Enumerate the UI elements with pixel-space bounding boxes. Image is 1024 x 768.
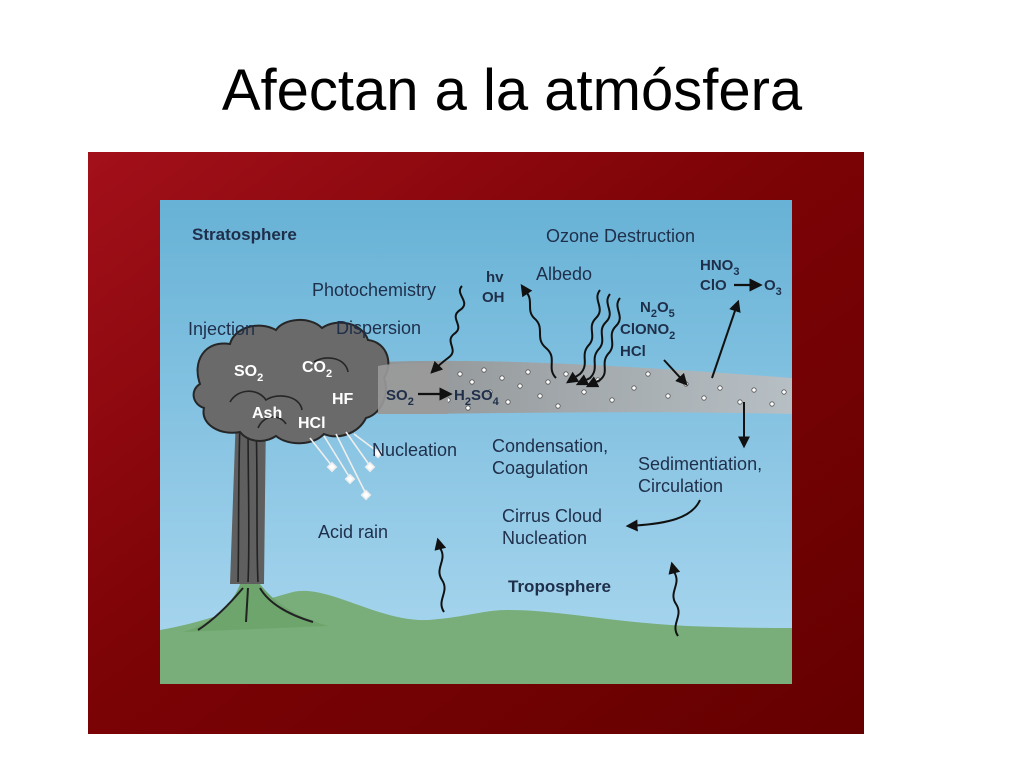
n2o5-label: N2O5 xyxy=(640,299,675,320)
albedo-wavy-arrow-1 xyxy=(566,289,601,384)
photochemistry-label: Photochemistry xyxy=(312,280,436,300)
plume-hf: HF xyxy=(332,391,354,408)
hv-label: hv xyxy=(486,269,504,286)
condensation-label: Condensation, xyxy=(492,436,608,456)
volcano-cone xyxy=(183,584,328,632)
oh-label: OH xyxy=(482,289,505,306)
upwelling-wavy-arrow-1 xyxy=(434,537,447,613)
dispersion-label: Dispersion xyxy=(336,318,421,338)
albedo-wavy-arrow-2 xyxy=(575,293,611,386)
stratosphere-label: Stratosphere xyxy=(192,225,297,244)
plume-co2: CO2 xyxy=(302,359,332,380)
plume-hcl: HCl xyxy=(298,415,326,432)
o3-label: O3 xyxy=(764,277,782,298)
coagulation-label: Coagulation xyxy=(492,458,588,478)
band-so2: SO2 xyxy=(386,387,414,408)
albedo-label: Albedo xyxy=(536,264,592,284)
ozone-arrow xyxy=(711,299,741,379)
acid-rain-streaks xyxy=(309,431,384,501)
circulation-arrow xyxy=(625,499,701,532)
injection-label: Injection xyxy=(188,319,255,339)
plume-ash: Ash xyxy=(252,405,282,422)
chemistry-to-band-arrow xyxy=(663,359,688,386)
albedo-wavy-arrow-3 xyxy=(585,297,621,388)
sedimentation-label: Sedimentiation, xyxy=(638,454,762,474)
clono2-label: ClONO2 xyxy=(620,321,675,342)
volcanic-aerosol-diagram: SO2 CO2 HF Ash HCl SO2 H2SO4 Stratospher… xyxy=(160,200,792,684)
ground xyxy=(160,590,792,684)
ozone-destruction-label: Ozone Destruction xyxy=(546,226,695,246)
cirrus-nucleation-label: Nucleation xyxy=(502,528,587,548)
hcl-label: HCl xyxy=(620,343,646,360)
band-h2so4: H2SO4 xyxy=(454,387,500,408)
slide-title: Afectan a la atmósfera xyxy=(221,58,803,123)
albedo-wavy-arrow-up xyxy=(520,284,557,379)
nucleation-label: Nucleation xyxy=(372,440,457,460)
plume-so2: SO2 xyxy=(234,363,263,384)
cirrus-cloud-label: Cirrus Cloud xyxy=(502,506,602,526)
circulation-label: Circulation xyxy=(638,476,723,496)
acid-rain-label: Acid rain xyxy=(318,522,388,542)
aerosol-particles xyxy=(445,367,787,411)
photochemistry-wavy-arrow xyxy=(430,285,466,374)
clo-label: ClO xyxy=(700,277,727,294)
troposphere-label: Troposphere xyxy=(508,577,611,596)
upwelling-wavy-arrow-2 xyxy=(668,561,681,637)
hno3-label: HNO3 xyxy=(700,257,739,278)
